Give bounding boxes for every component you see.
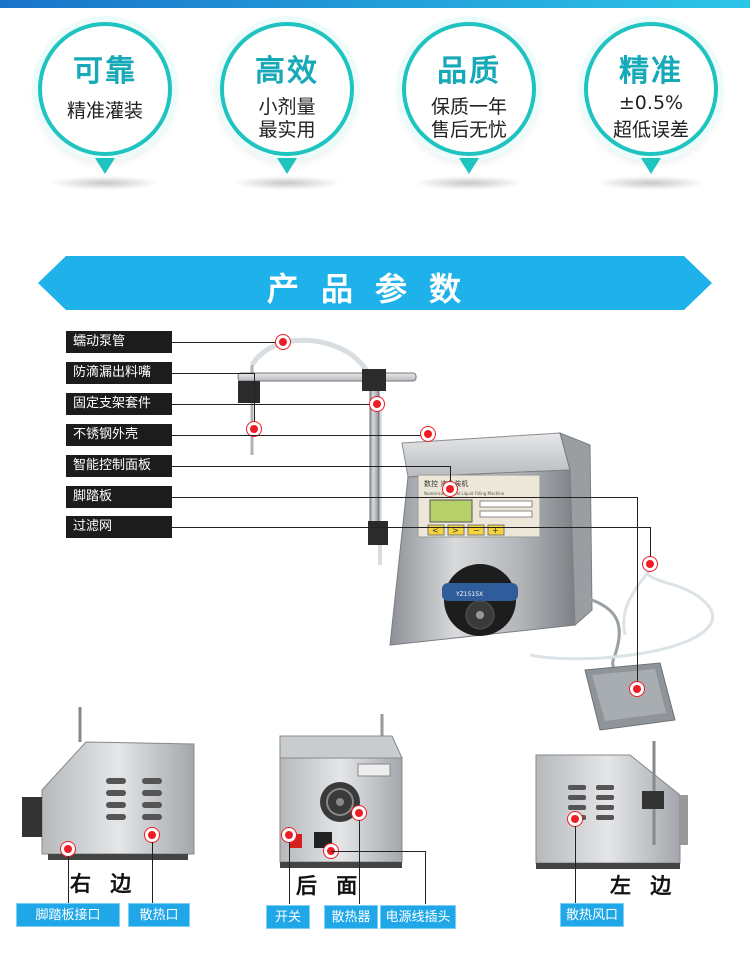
part-label-bracket-kit: 固定支架套件 xyxy=(66,393,172,415)
key-plus: + xyxy=(492,526,499,535)
pump-shaft xyxy=(476,611,484,619)
leader-line xyxy=(359,820,360,904)
marker-dot xyxy=(443,482,457,496)
label-vent: 散热口 xyxy=(128,903,190,927)
caption-left-side: 左 边 xyxy=(610,874,678,898)
housing-side xyxy=(559,432,593,627)
marker-dot xyxy=(421,427,435,441)
label-switch: 开关 xyxy=(266,905,310,929)
leader-line xyxy=(172,497,637,498)
machine-illustration: 数控 液分装机 Numerical Control Liquid Filling… xyxy=(237,337,715,731)
leader-line xyxy=(575,826,576,904)
leader-line xyxy=(254,373,255,429)
panel-key xyxy=(447,524,465,536)
leader-line xyxy=(172,466,450,467)
section-banner: 产品参数 xyxy=(38,256,712,310)
panel-key xyxy=(487,524,505,536)
part-label-pump-tube: 蠕动泵管 xyxy=(66,331,172,353)
marker-dot xyxy=(282,828,296,842)
leader-line xyxy=(331,851,425,852)
panel-key xyxy=(427,524,445,536)
marker-dot xyxy=(276,335,290,349)
badge-line: 售后无忧 xyxy=(430,119,507,141)
label-power-plug: 电源线插头 xyxy=(380,905,456,929)
lcd-screen xyxy=(429,499,473,523)
back-view xyxy=(279,714,403,868)
marker-dot xyxy=(145,828,159,842)
leader-line xyxy=(152,842,153,904)
panel-key xyxy=(479,510,533,518)
marker-dot xyxy=(247,422,261,436)
badge-line: 保质一年 xyxy=(430,96,507,118)
leader-line xyxy=(425,851,426,904)
panel-key xyxy=(467,524,485,536)
clamp xyxy=(238,381,260,403)
leader-line xyxy=(172,342,282,343)
badge-title: 可靠 xyxy=(73,54,137,89)
clamp xyxy=(362,369,386,391)
leader-line xyxy=(637,497,638,685)
label-pedal-port: 脚踏板接口 xyxy=(16,903,120,927)
top-bar xyxy=(0,0,750,8)
badge-circle: 精准 ±0.5% 超低误差 xyxy=(584,22,718,174)
marker-dot xyxy=(568,812,582,826)
leader-line xyxy=(450,466,451,488)
badge-title: 高效 xyxy=(255,54,319,89)
badge-title: 品质 xyxy=(437,54,501,89)
badge-shadow xyxy=(596,176,706,190)
foot-pedal-plate xyxy=(592,669,666,721)
badge-line: 最实用 xyxy=(258,119,316,141)
leader-line xyxy=(172,435,428,436)
caption-back: 后 面 xyxy=(296,874,364,898)
part-label-drip-nozzle: 防滴漏出料嘴 xyxy=(66,362,172,384)
support-arm xyxy=(237,372,417,382)
clamp xyxy=(368,521,388,545)
leader-line xyxy=(289,842,290,904)
pump-cover xyxy=(442,583,518,601)
panel-subtitle: Numerical Control Liquid Filling Machine xyxy=(424,491,505,496)
badge-circle: 可靠 精准灌装 xyxy=(38,22,172,174)
label-cooling-vent: 散热风口 xyxy=(560,903,624,927)
pump-model: YZ1515X xyxy=(455,591,483,598)
key-left: < xyxy=(432,526,439,535)
label-heatsink: 散热器 xyxy=(324,905,378,929)
tube xyxy=(529,568,715,661)
badge-circle: 高效 小剂量 最实用 xyxy=(220,22,354,174)
section-title: 产品参数 xyxy=(266,270,483,308)
badge-shadow xyxy=(50,176,160,190)
badge-line: 小剂量 xyxy=(258,96,316,118)
key-minus: − xyxy=(473,526,480,535)
leader-line xyxy=(172,527,650,528)
panel-key xyxy=(479,500,533,508)
part-label-filter: 过滤网 xyxy=(66,516,172,538)
badge-line: 超低误差 xyxy=(612,119,689,141)
marker-dot xyxy=(352,806,366,820)
marker-dot xyxy=(643,557,657,571)
marker-dot xyxy=(370,397,384,411)
marker-dot xyxy=(630,682,644,696)
left-side-view xyxy=(535,741,688,869)
key-right: > xyxy=(452,526,459,535)
badge-title: 精准 xyxy=(619,54,683,89)
badge-shadow xyxy=(232,176,342,190)
part-label-steel-housing: 不锈钢外壳 xyxy=(66,424,172,446)
badge-line: ±0.5% xyxy=(618,92,684,114)
leader-line xyxy=(172,373,254,374)
badge-circle: 品质 保质一年 售后无忧 xyxy=(402,22,536,174)
right-side-view xyxy=(22,707,195,860)
leader-line xyxy=(68,856,69,904)
leader-line xyxy=(172,404,378,405)
badge-shadow xyxy=(414,176,524,190)
caption-right-side: 右 边 xyxy=(70,872,138,896)
tube xyxy=(622,569,652,636)
marker-dot xyxy=(61,842,75,856)
part-label-foot-pedal: 脚踏板 xyxy=(66,486,172,508)
badge-line: 精准灌装 xyxy=(66,100,143,122)
part-label-control-panel: 智能控制面板 xyxy=(66,455,172,477)
leader-line xyxy=(650,527,651,563)
